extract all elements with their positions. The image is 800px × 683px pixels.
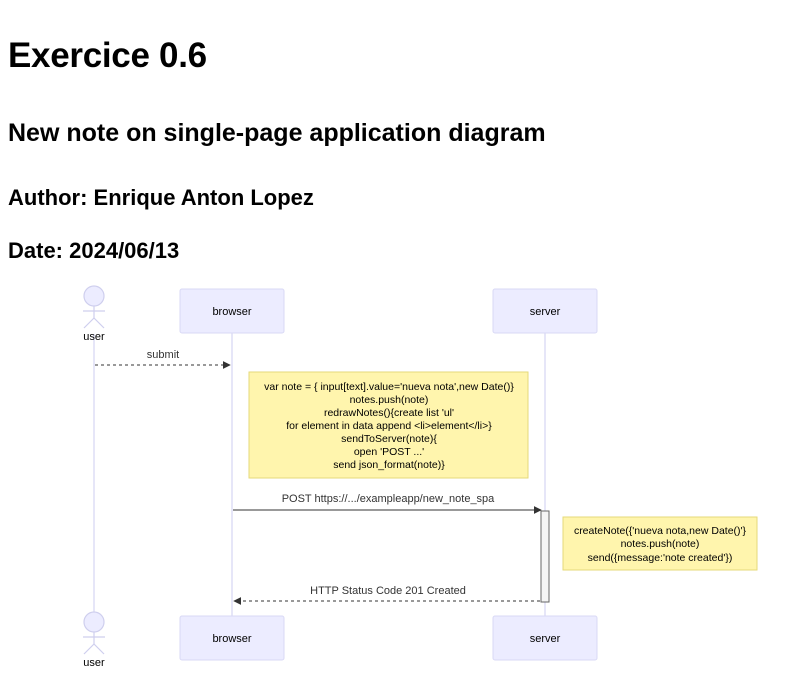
browser-label-bottom: browser: [212, 633, 251, 645]
submit-message: submit: [95, 349, 231, 369]
browser-actor-top: browser: [179, 288, 285, 334]
server-actor-top: server: [492, 288, 598, 334]
page-title: Exercice 0.6: [8, 36, 207, 75]
author-line: Author: Enrique Anton Lopez: [8, 185, 314, 210]
browser-note: var note = { input[text].value='nueva no…: [248, 371, 529, 479]
browser-note-line: for element in data append <li>element</…: [286, 420, 492, 432]
server-note: createNote({'nueva nota,new Date()'} not…: [562, 516, 758, 571]
server-label-bottom: server: [530, 633, 561, 645]
browser-note-line: redrawNotes(){create list 'ul': [324, 407, 454, 419]
server-note-line: notes.push(note): [621, 538, 700, 550]
submit-label: submit: [147, 349, 179, 361]
user-head-icon: [83, 611, 105, 633]
user-head-icon: [83, 285, 105, 307]
response-label: HTTP Status Code 201 Created: [310, 585, 466, 597]
browser-note-line: open 'POST ...': [354, 446, 424, 458]
user-label-bottom: user: [83, 657, 105, 669]
browser-note-line: send json_format(note)}: [333, 459, 445, 471]
user-actor-top: user: [83, 285, 105, 343]
server-note-line: send({message:'note created'}): [588, 552, 733, 564]
response-message: HTTP Status Code 201 Created: [233, 585, 540, 605]
post-label: POST https://.../exampleapp/new_note_spa: [282, 493, 495, 505]
browser-note-line: notes.push(note): [350, 394, 429, 406]
server-note-line: createNote({'nueva nota,new Date()'}: [574, 525, 747, 537]
browser-note-line: var note = { input[text].value='nueva no…: [264, 381, 514, 393]
browser-actor-bottom: browser: [179, 615, 285, 661]
server-activation-bar: [540, 510, 550, 603]
browser-label-top: browser: [212, 306, 251, 318]
page-subtitle: New note on single-page application diag…: [8, 119, 546, 147]
server-actor-bottom: server: [492, 615, 598, 661]
post-message: POST https://.../exampleapp/new_note_spa: [233, 493, 542, 514]
user-actor-bottom: user: [83, 611, 105, 669]
server-label-top: server: [530, 306, 561, 318]
browser-note-line: sendToServer(note){: [341, 433, 437, 445]
user-label-top: user: [83, 331, 105, 343]
date-line: Date: 2024/06/13: [8, 238, 180, 263]
